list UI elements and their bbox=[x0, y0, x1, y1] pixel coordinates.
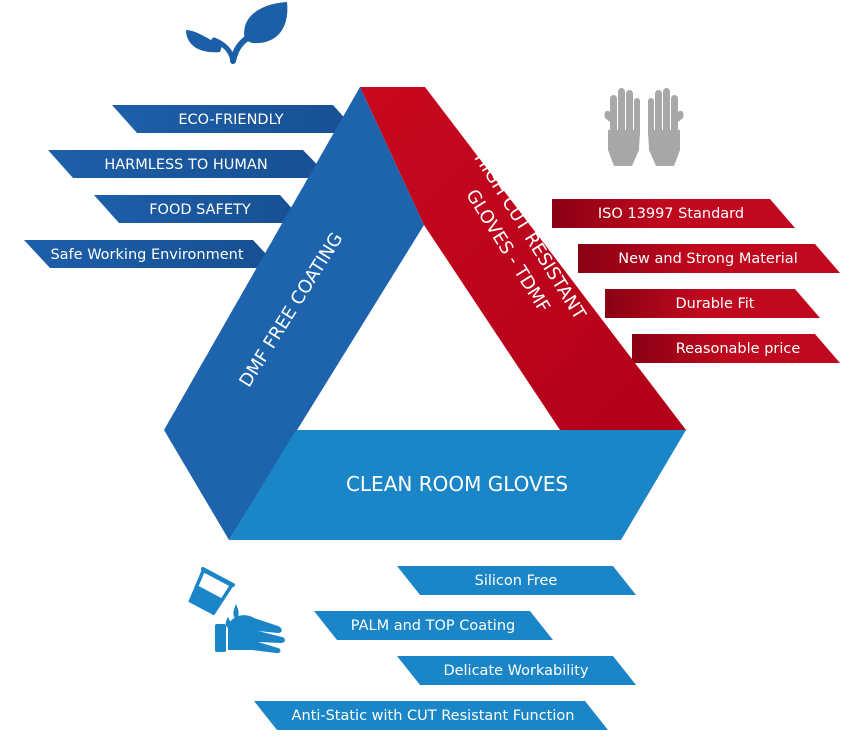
leaf-icon bbox=[186, 2, 288, 64]
bottom-tag-silicon: Silicon Free bbox=[397, 566, 636, 595]
bottom-tag-shape bbox=[397, 566, 636, 595]
right-tag-shape bbox=[605, 289, 820, 318]
right-tag-material: New and Strong Material bbox=[578, 244, 840, 273]
triangle-side-right bbox=[360, 87, 686, 430]
left-tag-safe-working: Safe Working Environment bbox=[24, 240, 279, 268]
bottom-tag-shape bbox=[254, 701, 608, 730]
right-tag-price: Reasonable price bbox=[632, 334, 840, 363]
leaf-large bbox=[244, 2, 288, 44]
beaker-icon bbox=[188, 567, 235, 616]
left-tag-shape bbox=[48, 150, 330, 178]
left-tag-label: Safe Working Environment bbox=[50, 247, 243, 263]
left-tags: ECO-FRIENDLY HARMLESS TO HUMAN FOOD SAFE… bbox=[24, 105, 358, 268]
left-tag-shape bbox=[112, 105, 358, 133]
glove-left bbox=[604, 88, 640, 166]
right-tags: ISO 13997 Standard New and Strong Materi… bbox=[552, 199, 840, 363]
left-tag-shape bbox=[94, 195, 305, 223]
triangle-side-bottom bbox=[229, 430, 686, 540]
bottom-tag-shape bbox=[314, 611, 553, 640]
bottom-tag-delicate: Delicate Workability bbox=[397, 656, 636, 685]
bottom-tag-antistatic: Anti-Static with CUT Resistant Function bbox=[254, 701, 608, 730]
bottom-tag-label: PALM and TOP Coating bbox=[351, 618, 515, 634]
bottom-tag-label: Silicon Free bbox=[475, 573, 558, 589]
drop-icon bbox=[233, 604, 239, 619]
triangle-side-left bbox=[164, 87, 424, 540]
right-tag-durable: Durable Fit bbox=[605, 289, 820, 318]
right-tag-label: New and Strong Material bbox=[618, 251, 797, 267]
right-tag-shape bbox=[578, 244, 840, 273]
left-tag-label: HARMLESS TO HUMAN bbox=[104, 157, 267, 173]
leaf-small bbox=[186, 30, 222, 53]
triangle-bottom-label: CLEAN ROOM GLOVES bbox=[346, 472, 568, 496]
glove-right bbox=[648, 88, 684, 166]
bottom-tag-palm: PALM and TOP Coating bbox=[314, 611, 553, 640]
chemical-hand-icon bbox=[188, 567, 285, 654]
left-tag-shape bbox=[24, 240, 279, 268]
right-tag-label: Durable Fit bbox=[676, 296, 755, 312]
leaf-stem-small bbox=[211, 37, 236, 64]
gloves-icon bbox=[604, 88, 684, 166]
left-tag-harmless: HARMLESS TO HUMAN bbox=[48, 150, 330, 178]
right-tag-shape bbox=[632, 334, 840, 363]
bottom-tag-shape bbox=[397, 656, 636, 685]
bottom-tags: Silicon Free PALM and TOP Coating Delica… bbox=[254, 566, 636, 730]
impossible-triangle: DMF FREE COATING HIGH CUT RESISTANT GLOV… bbox=[164, 87, 686, 540]
left-tag-label: ECO-FRIENDLY bbox=[178, 112, 283, 128]
left-tag-food-safety: FOOD SAFETY bbox=[94, 195, 305, 223]
right-tag-label: ISO 13997 Standard bbox=[598, 206, 744, 222]
left-tag-eco-friendly: ECO-FRIENDLY bbox=[112, 105, 358, 133]
right-tag-label: Reasonable price bbox=[676, 341, 801, 357]
left-tag-label: FOOD SAFETY bbox=[149, 202, 251, 218]
bottom-tag-label: Delicate Workability bbox=[443, 663, 589, 679]
bottom-tag-label: Anti-Static with CUT Resistant Function bbox=[292, 708, 575, 724]
hand-icon bbox=[215, 615, 285, 654]
right-tag-iso: ISO 13997 Standard bbox=[552, 199, 795, 228]
right-tag-shape bbox=[552, 199, 795, 228]
